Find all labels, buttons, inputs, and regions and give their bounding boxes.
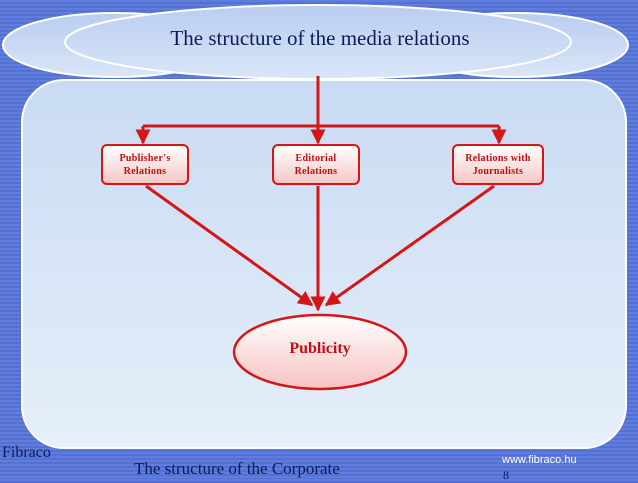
footer-brand: Fibraco — [2, 444, 51, 461]
publishers-relations-box: Publisher's Relations — [101, 144, 189, 185]
editorial-relations-label: Editorial Relations — [294, 152, 338, 177]
page-title: The structure of the media relations — [170, 26, 470, 50]
relations-with-journalists-label: Relations with Journalists — [465, 152, 531, 177]
footer-website-link[interactable]: www.fibraco.hu — [502, 454, 577, 466]
arrow-journalists-to-publicity — [324, 184, 495, 307]
title-ovals — [2, 4, 629, 80]
publicity-node — [232, 313, 408, 391]
relations-with-journalists-box: Relations with Journalists — [452, 144, 544, 185]
editorial-relations-box: Editorial Relations — [272, 144, 360, 185]
main-panel — [21, 79, 627, 449]
publishers-relations-label: Publisher's Relations — [119, 152, 171, 177]
page-number: 8 — [503, 468, 509, 482]
publicity-label: Publicity — [289, 340, 351, 357]
footer-caption: The structure of the Corporate — [134, 459, 340, 478]
connector-lines — [135, 76, 507, 312]
arrow-publisher-to-publicity — [145, 184, 314, 307]
